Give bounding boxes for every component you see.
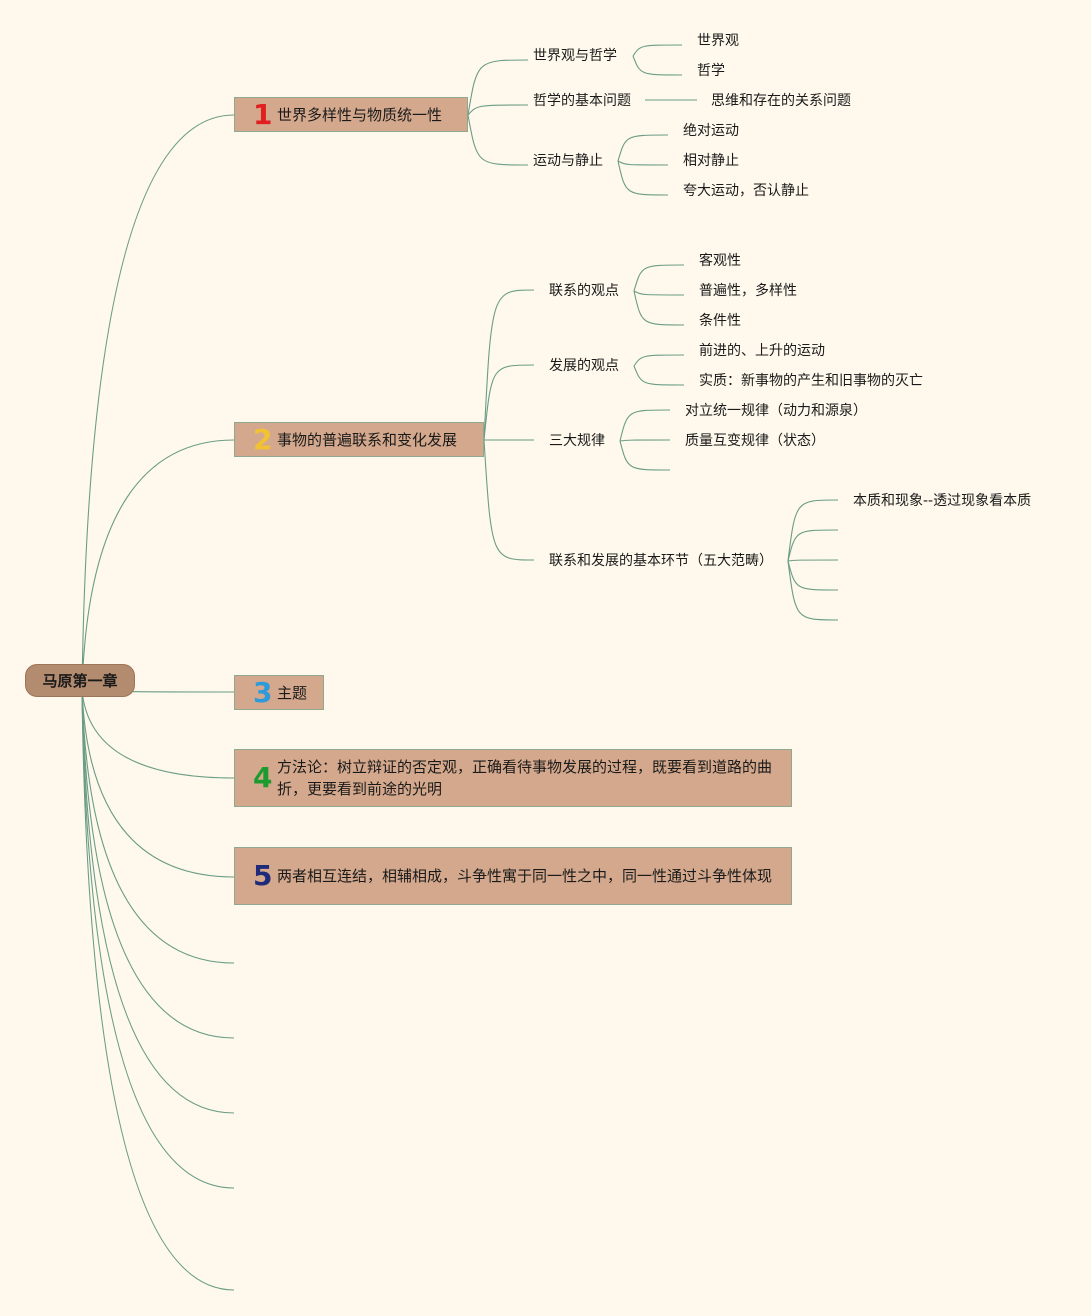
t2-leaf-universality[interactable]: 普遍性，多样性 (699, 283, 797, 299)
t1-link-1 (467, 104, 529, 116)
t2-branch-development[interactable]: 发展的观点 (549, 358, 619, 374)
t1-branch-worldview-philosophy[interactable]: 世界观与哲学 (533, 48, 617, 64)
t2-b1-link-1 (633, 365, 685, 386)
root-link-9 (81, 689, 235, 1291)
topic-1-number: 1 (253, 97, 273, 131)
t2-leaf-unity-opposites[interactable]: 对立统一规律（动力和源泉） (685, 403, 867, 419)
topic-3-number: 3 (253, 675, 273, 709)
root-link-7 (81, 689, 235, 1114)
t1-leaf-absolute-motion[interactable]: 绝对运动 (683, 123, 739, 139)
t2-leaf-quality-quantity[interactable]: 质量互变规律（状态） (685, 433, 825, 449)
t2-b2-link-0 (619, 409, 671, 442)
t2-link-3 (483, 439, 535, 561)
t1-link-2 (467, 114, 529, 166)
topic-5-number: 5 (253, 859, 273, 892)
root-link-4 (81, 689, 235, 878)
t1-b0-link-1 (632, 55, 683, 76)
t2-link-0 (483, 289, 535, 441)
t1-branch-motion-rest[interactable]: 运动与静止 (533, 153, 603, 169)
t2-b3-link-1 (787, 529, 839, 562)
topic-4-label: 方法论：树立辩证的否定观，正确看待事物发展的过程，既要看到道路的曲折，更要看到前… (277, 758, 773, 798)
topic-4-number: 4 (253, 761, 273, 794)
t2-leaf-forward-movement[interactable]: 前进的、上升的运动 (699, 343, 825, 359)
topic-5-label: 两者相互连结，相辅相成，斗争性寓于同一性之中，同一性通过斗争性体现 (277, 867, 773, 885)
topic-2-node[interactable]: 2 事物的普遍联系和变化发展 (234, 422, 484, 457)
t1-branch-basic-question[interactable]: 哲学的基本问题 (533, 93, 631, 109)
topic-1-node[interactable]: 1 世界多样性与物质统一性 (234, 97, 468, 132)
topic-5-node[interactable]: 5 两者相互连结，相辅相成，斗争性寓于同一性之中，同一性通过斗争性体现 (234, 847, 792, 905)
t1-leaf-exaggerate-motion[interactable]: 夸大运动，否认静止 (683, 183, 809, 199)
t1-leaf-worldview[interactable]: 世界观 (697, 33, 739, 49)
topic-4-node[interactable]: 4 方法论：树立辩证的否定观，正确看待事物发展的过程，既要看到道路的曲折，更要看… (234, 749, 792, 807)
root-link-0 (81, 114, 235, 691)
root-label: 马原第一章 (42, 672, 118, 690)
t2-b0-link-1 (633, 290, 685, 296)
topic-3-label: 主题 (277, 683, 308, 702)
t2-branch-basic-links[interactable]: 联系和发展的基本环节（五大范畴） (549, 553, 773, 569)
t2-link-1 (483, 364, 535, 441)
topic-2-label: 事物的普遍联系和变化发展 (277, 430, 458, 449)
root-node[interactable]: 马原第一章 (25, 664, 135, 697)
t2-b2-link-2 (619, 440, 671, 471)
t2-leaf-essence-phenomenon[interactable]: 本质和现象--透过现象看本质 (853, 493, 1032, 509)
t2-b3-link-0 (787, 499, 839, 562)
t1-leaf-philosophy[interactable]: 哲学 (697, 63, 725, 79)
t1-link-0 (467, 59, 529, 116)
topic-3-node[interactable]: 3 主题 (234, 675, 324, 710)
t1-b2-link-0 (617, 134, 669, 162)
topic-2-number: 2 (253, 422, 273, 456)
t2-leaf-objectivity[interactable]: 客观性 (699, 253, 741, 269)
t2-b3-link-2 (787, 559, 839, 562)
t2-b3-link-3 (787, 560, 839, 591)
t2-b3-link-4 (787, 560, 839, 621)
t2-b1-link-0 (633, 354, 685, 367)
root-link-6 (81, 689, 235, 1039)
t2-leaf-essence[interactable]: 实质：新事物的产生和旧事物的灭亡 (699, 373, 923, 389)
t1-b0-link-0 (632, 44, 683, 57)
root-link-3 (81, 689, 235, 779)
topic-1-label: 世界多样性与物质统一性 (277, 105, 443, 124)
t2-b0-link-2 (633, 290, 685, 326)
root-link-1 (81, 439, 235, 691)
t2-b0-link-0 (633, 264, 685, 292)
t1-b2-link-2 (617, 160, 669, 196)
root-link-8 (81, 689, 235, 1189)
t1-leaf-relative-rest[interactable]: 相对静止 (683, 153, 739, 169)
t1-leaf-thinking-being[interactable]: 思维和存在的关系问题 (711, 93, 851, 109)
t2-b2-link-1 (619, 439, 671, 442)
t2-leaf-conditionality[interactable]: 条件性 (699, 313, 741, 329)
t2-branch-connection[interactable]: 联系的观点 (549, 283, 619, 299)
root-link-5 (81, 689, 235, 964)
t2-branch-three-laws[interactable]: 三大规律 (549, 433, 605, 449)
t1-b2-link-1 (617, 160, 669, 166)
